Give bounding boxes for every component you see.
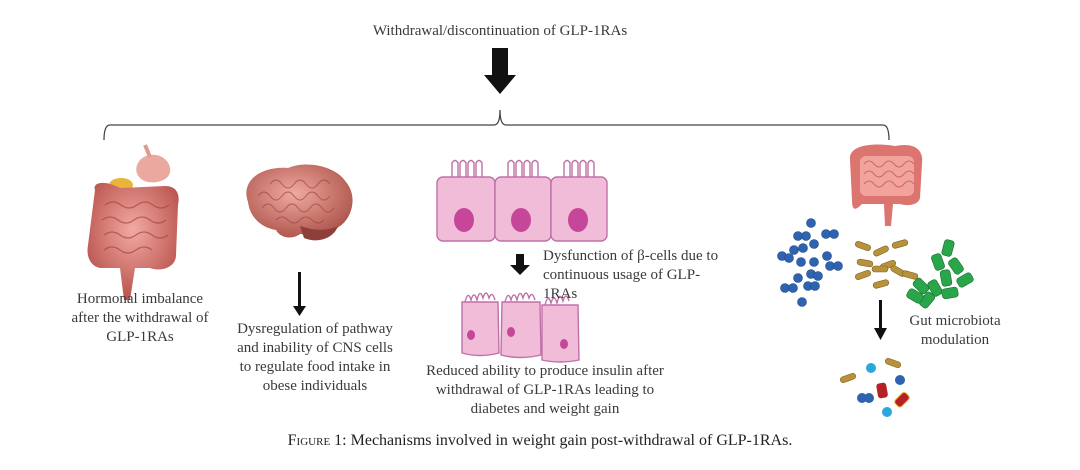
cns-dysregulation-label: Dysregulation of pathway and inability o… [237, 321, 393, 394]
dysfunctional-beta-cells-icon [461, 292, 580, 363]
cns-down-arrow-icon [293, 272, 306, 316]
brain-icon [246, 164, 353, 241]
beta-cell-dysfunction-label: Dysfunction of β-cells due to continuous… [543, 248, 719, 302]
hormonal-imbalance-label: Hormonal imbalance after the withdrawal … [71, 291, 209, 345]
colon-icon [849, 144, 923, 226]
branch-bracket [103, 109, 890, 141]
main-down-arrow-icon [484, 48, 516, 94]
beta-down-arrow-icon [510, 254, 530, 275]
modulated-bacteria-icon [840, 357, 910, 417]
trigger-label: Withdrawal/discontinuation of GLP-1RAs [372, 23, 628, 39]
blue-cocci-bacteria-icon [777, 218, 843, 307]
gut-microbiota-label: Gut microbiota modulation [909, 313, 1001, 348]
digestive-system-icon [87, 144, 179, 300]
figure-caption: Figure 1: Mechanisms involved in weight … [0, 432, 1080, 450]
figure-caption-text: Mechanisms involved in weight gain post-… [346, 432, 793, 449]
gold-rod-bacteria-icon [855, 239, 919, 289]
gut-down-arrow-icon [874, 300, 887, 340]
beta-cells-icon [436, 159, 608, 242]
green-rod-bacteria-icon [906, 239, 974, 309]
figure-caption-prefix: Figure 1: [287, 432, 347, 449]
reduced-insulin-label: Reduced ability to produce insulin after… [426, 363, 664, 417]
